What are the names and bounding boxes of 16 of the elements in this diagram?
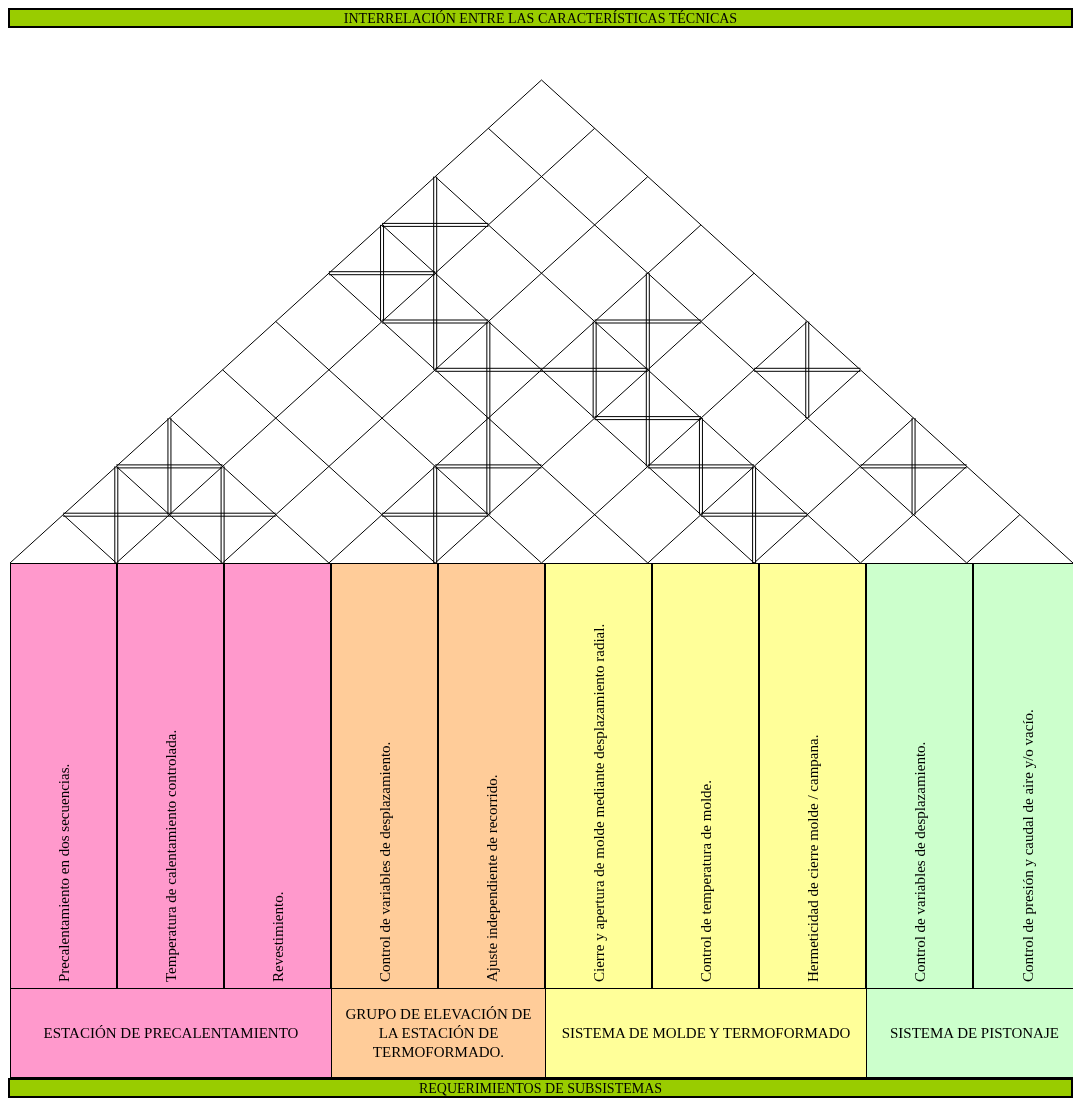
requirement-cell: Control de temperatura de molde. bbox=[652, 563, 759, 988]
subsystem-cell: GRUPO DE ELEVACIÓN DE LA ESTACIÓN DE TERMOFORMADO. bbox=[331, 988, 546, 1078]
requirement-cell: Cierre y apertura de molde mediante desplazamiento radial. bbox=[545, 563, 652, 988]
requirement-cell: Hermeticidad de cierre molde / campana. bbox=[759, 563, 866, 988]
requirement-cell: Revestimiento. bbox=[224, 563, 331, 988]
caption-bar: REQUERIMIENTOS DE SUBSISTEMAS bbox=[8, 1078, 1073, 1098]
subsystem-cell: SISTEMA DE PISTONAJE bbox=[866, 988, 1073, 1078]
requirement-cell: Control de presión y caudal de aire y/o vacío. bbox=[973, 563, 1073, 988]
title-bar: INTERRELACIÓN ENTRE LAS CARACTERÍSTICAS TÉCNICAS bbox=[8, 8, 1073, 28]
requirement-cell: Ajuste independiente de recorrido. bbox=[438, 563, 545, 988]
subsystem-cell: ESTACIÓN DE PRECALENTAMIENTO bbox=[10, 988, 332, 1078]
requirement-cell: Control de variables de desplazamiento. bbox=[866, 563, 973, 988]
requirement-cell: Precalentamiento en dos secuencias. bbox=[10, 563, 117, 988]
requirement-cell: Control de variables de desplazamiento. bbox=[331, 563, 438, 988]
requirement-cell: Temperatura de calentamiento controlada. bbox=[117, 563, 224, 988]
subsystem-cell: SISTEMA DE MOLDE Y TERMOFORMADO bbox=[545, 988, 867, 1078]
